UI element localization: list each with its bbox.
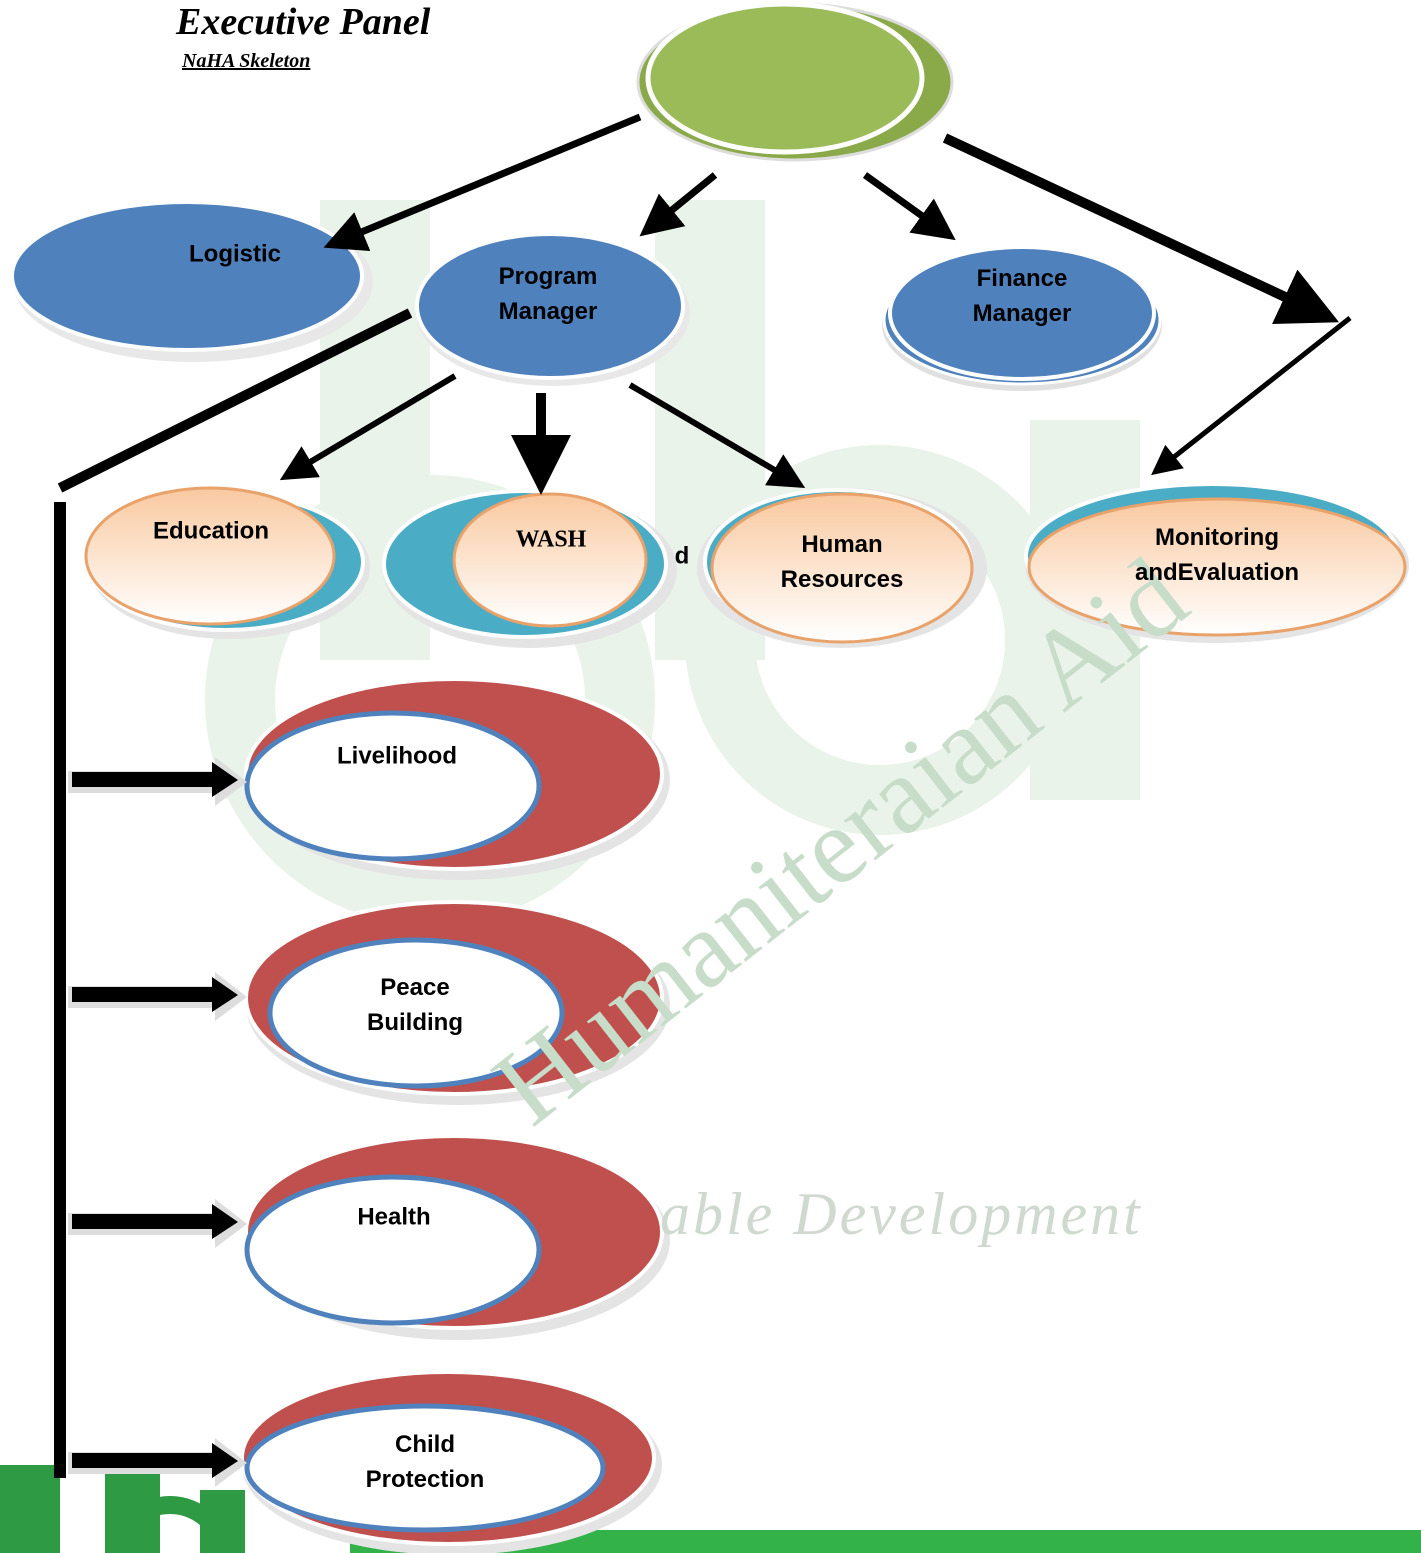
- education-node: [84, 486, 370, 639]
- monitoring-node: [1024, 482, 1409, 643]
- top-node: [636, 1, 954, 162]
- arrow-to-health: [68, 1199, 247, 1248]
- child-protection-node: [240, 1370, 662, 1553]
- wash-fragment-label: d: [674, 542, 690, 570]
- footer-logo: [0, 1465, 1421, 1553]
- peace-building-node: [244, 900, 670, 1105]
- livelihood-node: [244, 677, 670, 880]
- arrow-to-peace-building: [68, 972, 247, 1021]
- human-resources-label: Human Resources: [780, 531, 904, 593]
- finance-manager-label: Finance Manager: [972, 265, 1072, 327]
- watermark-tagline: able Development: [660, 1181, 1143, 1247]
- program-manager-label: Program Manager: [498, 263, 598, 325]
- human-resources-node: [697, 488, 987, 648]
- arrow-program-to-hr: [628, 382, 806, 489]
- arrow-branch-to-monitoring: [1151, 316, 1352, 476]
- connectors: [54, 113, 1352, 1478]
- arrow-to-livelihood: [68, 757, 247, 806]
- sector-arrows: [68, 757, 247, 1487]
- logistic-label: Logistic: [188, 240, 282, 268]
- peace-building-label: Peace Building: [367, 974, 463, 1036]
- arrow-top-to-program: [639, 172, 718, 237]
- arrow-top-to-logistic: [323, 113, 642, 252]
- arrow-to-child-protection: [68, 1438, 247, 1487]
- arrow-top-to-me-branch: [942, 133, 1340, 324]
- education-label: Education: [152, 517, 270, 545]
- wash-node: [382, 489, 677, 648]
- program-manager-node: [415, 232, 690, 386]
- line-program-to-sectors: [57, 308, 413, 493]
- footer-bar: [350, 1530, 1421, 1553]
- health-node: [244, 1134, 670, 1340]
- finance-manager-node: [882, 245, 1162, 391]
- child-protection-label: Child Protection: [365, 1431, 485, 1493]
- page-subtitle: NaHA Skeleton: [182, 50, 311, 72]
- arrow-top-to-finance: [862, 172, 956, 241]
- health-label: Health: [357, 1203, 431, 1231]
- monitoring-label: Monitoring andEvaluation: [1134, 524, 1300, 586]
- logistic-node: [10, 200, 373, 362]
- page-title: Executive Panel: [176, 1, 431, 43]
- wash-label: WASH: [515, 526, 587, 553]
- livelihood-label: Livelihood: [337, 742, 457, 770]
- arrow-program-to-education: [279, 373, 457, 481]
